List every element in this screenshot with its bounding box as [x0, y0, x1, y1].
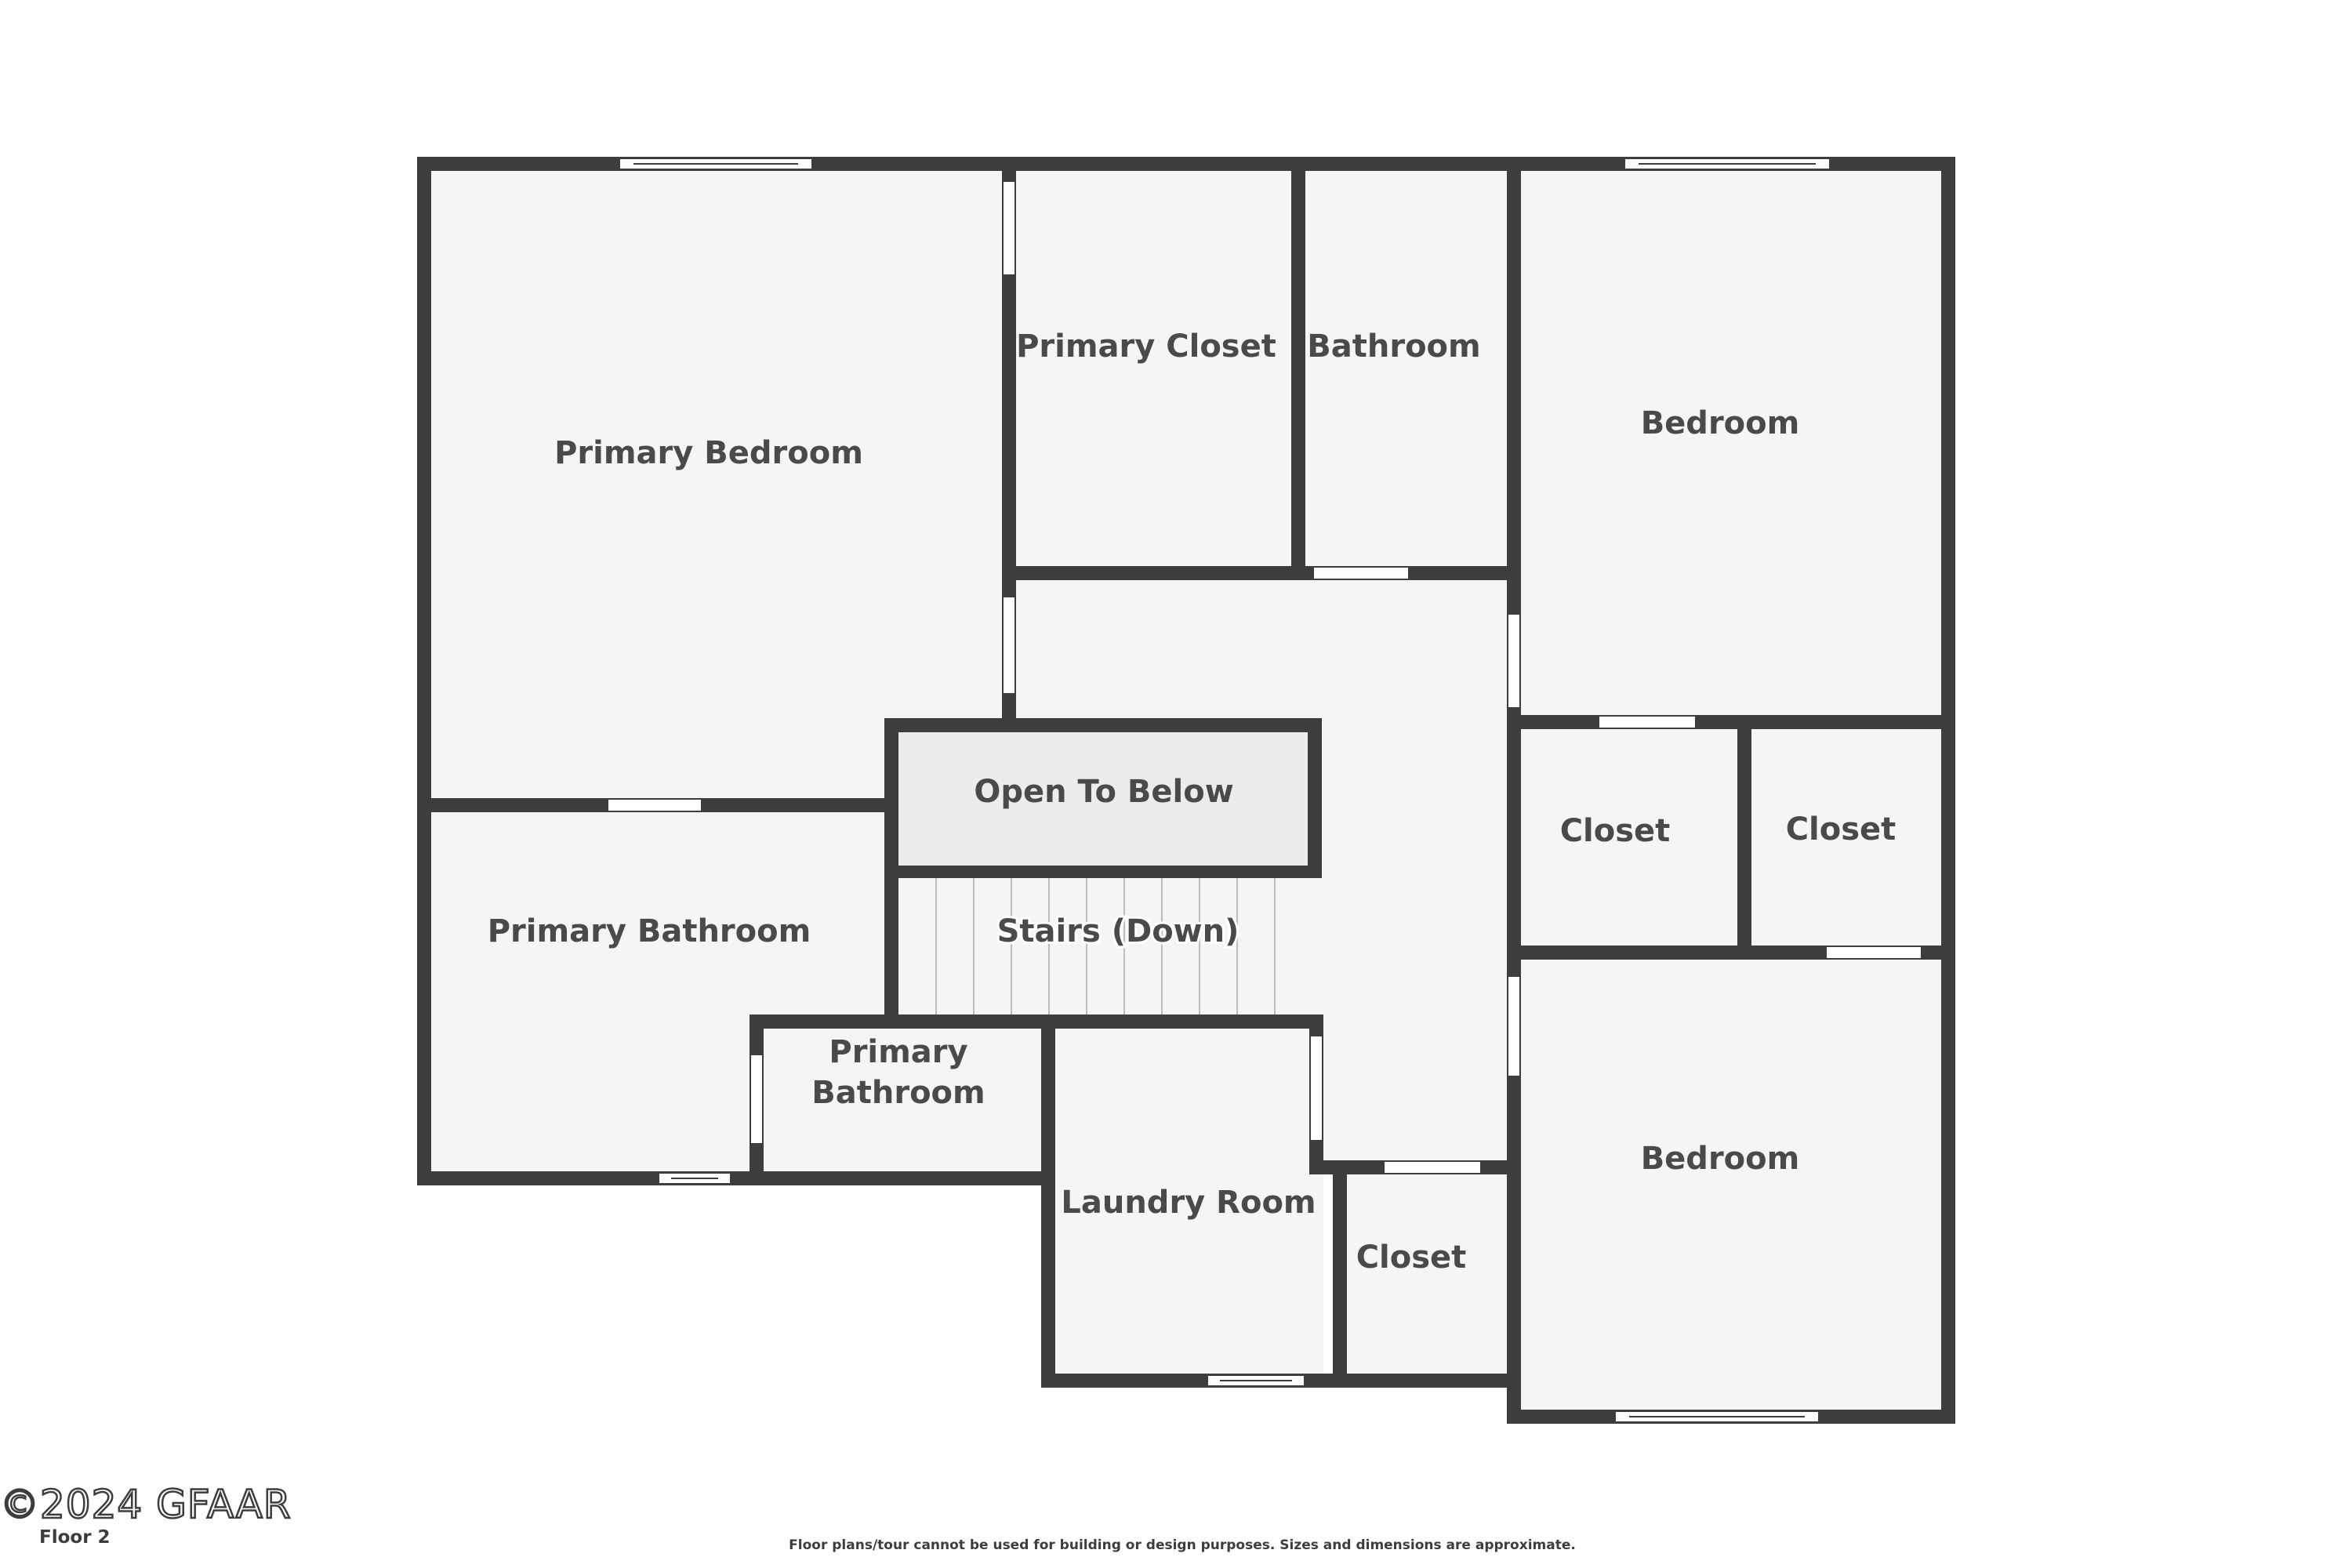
floor-laundry-room [1055, 1029, 1323, 1374]
door-laundry-room [1311, 1036, 1322, 1140]
room-labels: Primary Bedroom Primary Closet Bathroom … [488, 328, 1896, 1276]
floor-bedroom-top [1521, 171, 1941, 715]
floor-stairs [898, 878, 1298, 1014]
label-open-to-below: Open To Below [974, 774, 1233, 810]
floor-primary-closet [1016, 171, 1291, 566]
label-primary-bathroom-small-line1: Primary [829, 1034, 967, 1070]
floor-bathroom [1305, 171, 1507, 566]
label-bedroom-bottom: Bedroom [1641, 1141, 1800, 1177]
label-primary-bathroom-small-line2: Bathroom [811, 1075, 985, 1111]
label-primary-bedroom: Primary Bedroom [554, 435, 863, 471]
door-primary-bedroom [1004, 597, 1014, 693]
door-bedroom-top [1508, 615, 1519, 707]
label-closet-right: Closet [1786, 811, 1896, 848]
door-closet-bottom [1385, 1162, 1480, 1173]
disclaimer: Floor plans/tour cannot be used for buil… [789, 1537, 1576, 1553]
label-stairs: Stairs (Down) [997, 913, 1240, 949]
windows [619, 158, 1831, 1423]
floor-label: Floor 2 [39, 1527, 111, 1548]
door-primary-bathroom [608, 800, 701, 811]
label-primary-closet: Primary Closet [1016, 328, 1276, 365]
door-primary-closet [1004, 182, 1014, 274]
door-closet-right [1827, 947, 1921, 958]
label-bedroom-top: Bedroom [1641, 405, 1800, 441]
door-primary-bathroom-small [751, 1055, 762, 1143]
floor-primary-bedroom [431, 171, 1008, 798]
floor-closet-left [1521, 729, 1737, 946]
label-closet-bottom: Closet [1356, 1240, 1467, 1276]
floor-bedroom-bottom [1521, 960, 1941, 1410]
door-closet-left [1599, 717, 1695, 728]
label-primary-bathroom: Primary Bathroom [488, 913, 811, 949]
door-bedroom-bottom [1508, 977, 1519, 1076]
label-laundry-room: Laundry Room [1061, 1185, 1316, 1221]
label-bathroom: Bathroom [1307, 328, 1480, 365]
floor-open-to-below [898, 732, 1308, 866]
door-openings [608, 182, 1921, 1173]
stair-treads [935, 878, 1276, 1014]
floor-primary-bathroom-small [764, 1029, 1041, 1171]
watermark: ©2024 GFAAR [0, 1482, 292, 1527]
floor-closet-bottom [1347, 1174, 1507, 1374]
floor-closet-right [1751, 729, 1941, 946]
label-closet-left: Closet [1560, 813, 1671, 849]
door-bathroom [1314, 568, 1408, 579]
